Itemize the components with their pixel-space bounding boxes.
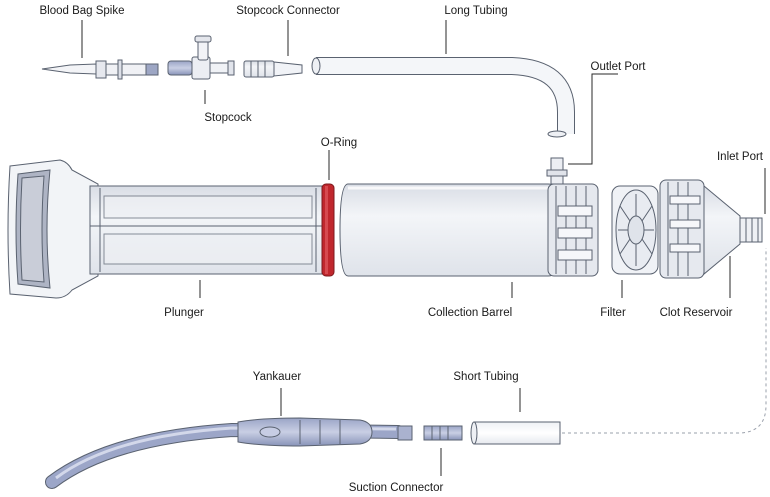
label-blood-bag-spike: Blood Bag Spike [39, 5, 124, 17]
label-stopcock: Stopcock [204, 112, 252, 124]
leader-lines [81, 20, 766, 476]
label-outlet-port: Outlet Port [591, 61, 647, 73]
yankauer-part [45, 417, 413, 489]
clot-reservoir-part [659, 179, 763, 279]
plunger-part [7, 159, 335, 299]
connection-path [562, 248, 767, 434]
label-collection-barrel: Collection Barrel [428, 307, 512, 319]
stopcock-part [167, 35, 235, 80]
collection-barrel-part [339, 157, 599, 277]
label-inlet-port: Inlet Port [717, 151, 764, 163]
labels: Blood Bag Spike Stopcock Connector Long … [39, 5, 763, 494]
blood-bag-spike-part [41, 59, 159, 80]
short-tubing-part [470, 421, 561, 445]
label-long-tubing: Long Tubing [444, 5, 507, 17]
stopcock-connector-part [243, 60, 303, 78]
label-short-tubing: Short Tubing [453, 371, 518, 383]
label-o-ring: O-Ring [321, 137, 357, 149]
label-stopcock-connector: Stopcock Connector [236, 5, 340, 17]
suction-connector-part [423, 425, 463, 441]
filter-part [611, 185, 659, 275]
long-tubing-part [311, 57, 575, 138]
label-suction-connector: Suction Connector [349, 482, 444, 494]
label-filter: Filter [600, 307, 626, 319]
label-yankauer: Yankauer [253, 371, 302, 383]
label-plunger: Plunger [164, 307, 204, 319]
label-clot-reservoir: Clot Reservoir [660, 307, 733, 319]
